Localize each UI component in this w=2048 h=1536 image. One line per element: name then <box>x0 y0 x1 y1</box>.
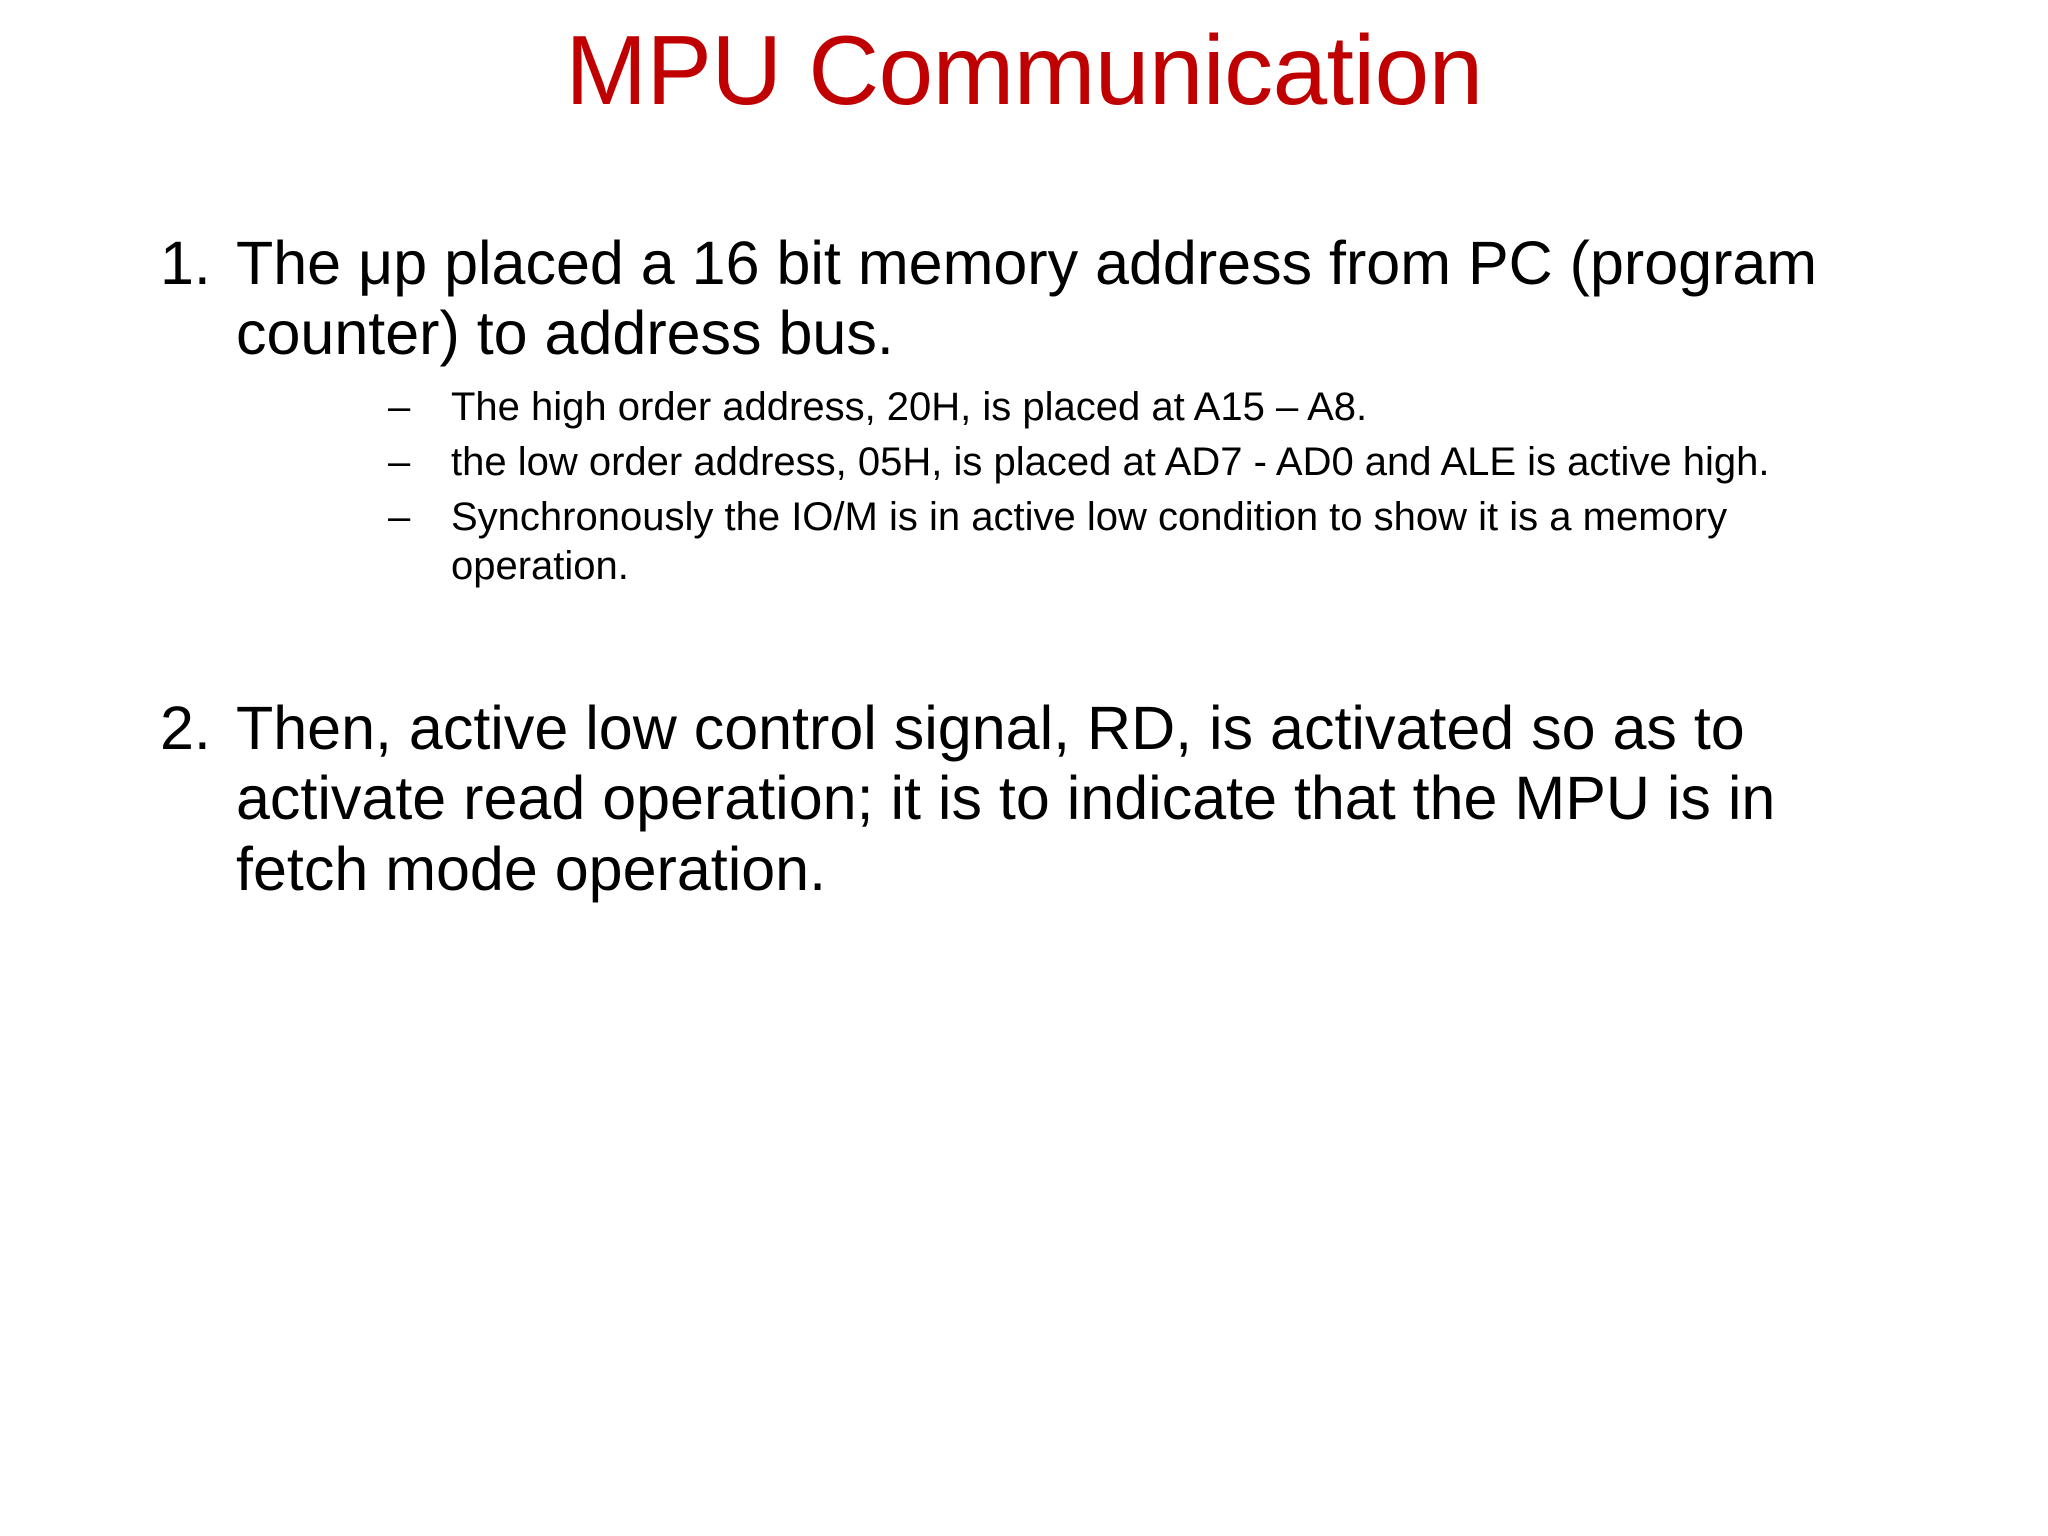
sub-bullet-1-3: – Synchronously the IO/M is in active lo… <box>160 493 1920 591</box>
numbered-item-1-text: The μp placed a 16 bit memory address fr… <box>236 229 1818 368</box>
item-group-spacer <box>160 598 1920 693</box>
dash-bullet-icon: – <box>388 384 411 429</box>
numbered-item-2-marker: 2. <box>160 693 211 762</box>
slide-body: 1. The μp placed a 16 bit memory address… <box>160 228 1920 904</box>
numbered-item-2-text: Then, active low control signal, RD, is … <box>236 693 1776 903</box>
dash-bullet-icon: – <box>388 495 411 540</box>
sub-bullet-1-1-text: The high order address, 20H, is placed a… <box>451 384 1368 429</box>
sub-bullet-1-3-text: Synchronously the IO/M is in active low … <box>451 495 1728 589</box>
sub-bullet-1-2-text: the low order address, 05H, is placed at… <box>451 440 1770 485</box>
sub-bullet-1-2: – the low order address, 05H, is placed … <box>160 438 1920 487</box>
sub-bullet-list-1: – The high order address, 20H, is placed… <box>160 383 1920 592</box>
dash-bullet-icon: – <box>388 440 411 485</box>
sub-bullet-1-1: – The high order address, 20H, is placed… <box>160 383 1920 432</box>
numbered-item-1-marker: 1. <box>160 229 211 297</box>
slide-title: MPU Communication <box>565 15 1483 125</box>
numbered-item-1: 1. The μp placed a 16 bit memory address… <box>160 228 1920 369</box>
numbered-item-2: 2. Then, active low control signal, RD, … <box>160 693 1920 904</box>
